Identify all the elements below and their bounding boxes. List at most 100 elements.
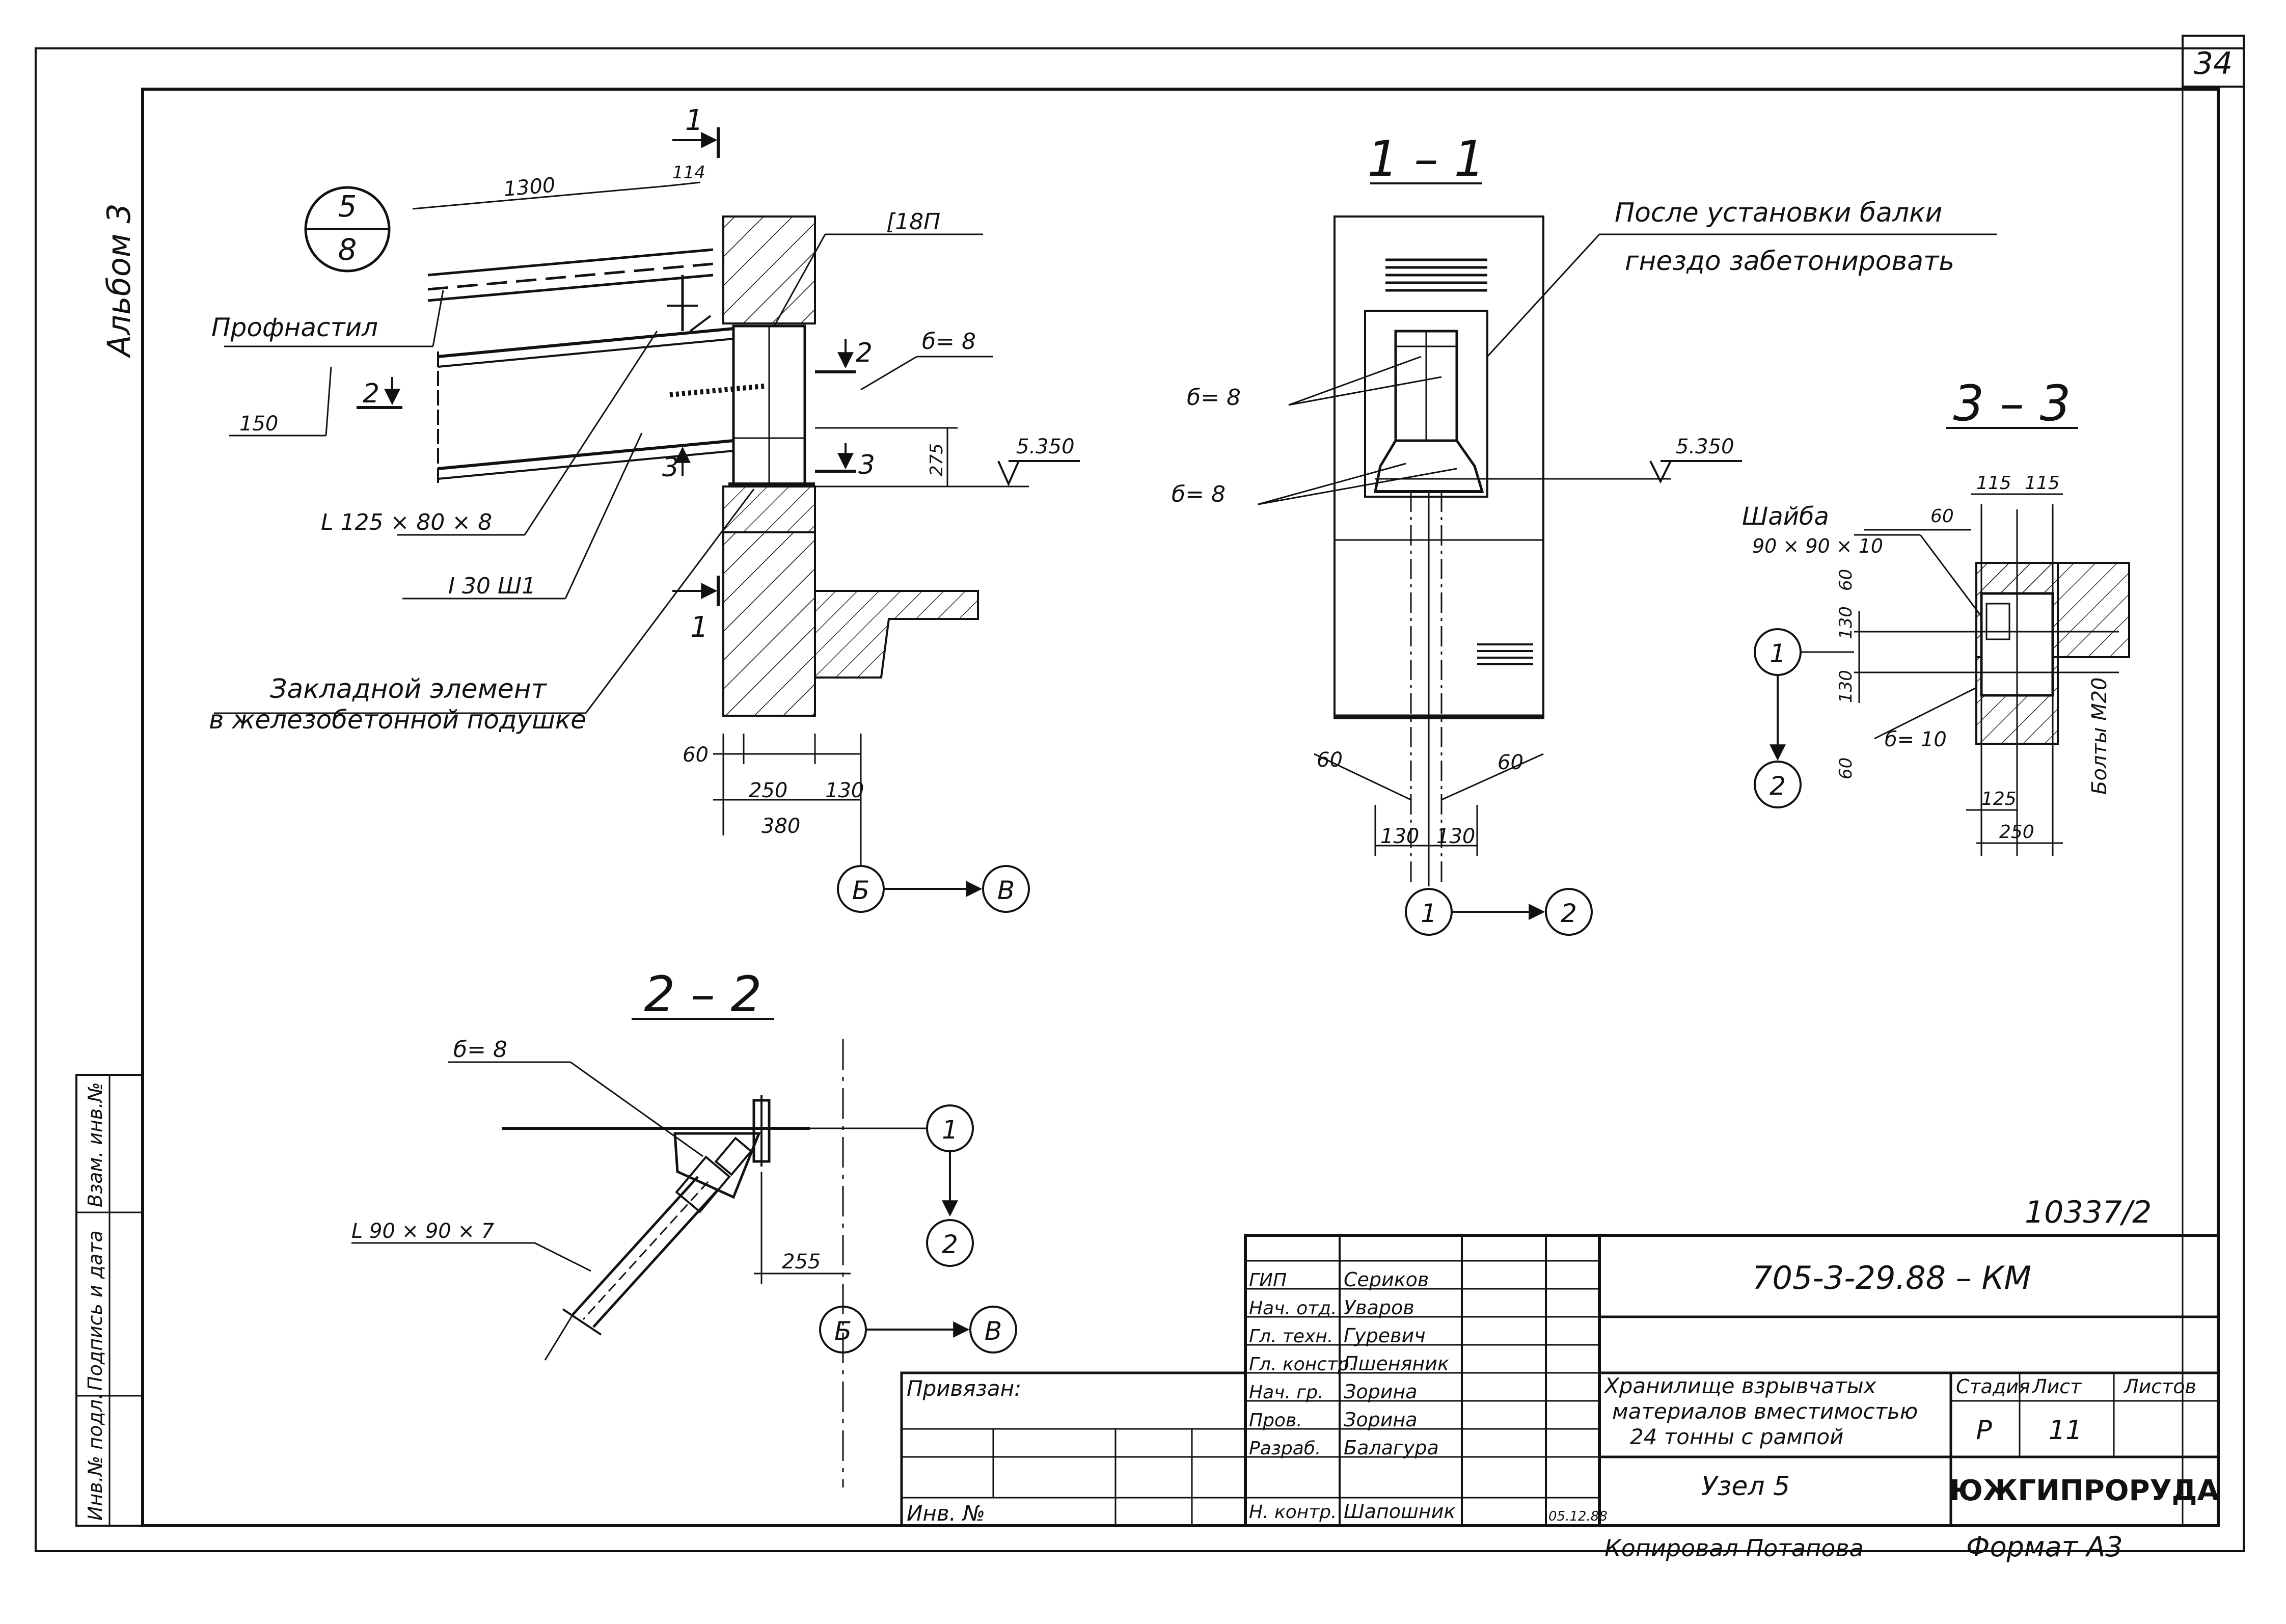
elevation-marker [997,461,1020,486]
names-column: СериковУваровГуревичПшеняникЗоринаЗорина… [1344,1268,1455,1523]
angle-l90-label: L 90 × 90 × 7 [351,1220,495,1243]
axis-2-circle-2-2 [926,1219,974,1267]
dim-60-left: 60 [1317,748,1343,772]
copied-by: Копировал Потапова [1604,1534,1864,1562]
beam-i30-label: I 30 Ш1 [448,573,536,599]
axis-b-label-2-2: Б [834,1316,852,1346]
dim-255: 255 [782,1250,821,1274]
section-2-2-title: 2 – 2 [644,966,761,1023]
axis-v-label-2-2: В [985,1316,1002,1346]
strip-label-vzam-inv: Взам. инв.№ [84,1082,106,1207]
role-label: ГИП [1249,1270,1287,1291]
section-1-1-title: 1 – 1 [1367,130,1485,187]
elevation-marker-1-1 [1649,461,1672,484]
dim-130: 130 [825,779,864,802]
axis-2-circle-3-3 [1754,761,1802,808]
concrete-pad [722,485,816,533]
masonry-wall-lower [722,531,816,717]
role-label: Разраб. [1249,1438,1321,1459]
note-line-2: гнездо забетонировать [1625,246,1954,277]
node-ref-top: 5 [338,189,357,224]
name-label: Сериков [1344,1268,1429,1291]
support-plate [728,324,815,485]
washer-size: 90 × 90 × 10 [1752,535,1883,557]
designation: 705-3-29.88 – КМ [1752,1259,2031,1296]
beam-pocket [1364,310,1488,498]
delta-8-label: б= 8 [922,329,976,355]
name-label: Зорина [1344,1409,1418,1431]
axis-b-label: Б [852,876,869,905]
axis-v-circle-2-2 [969,1306,1017,1354]
angle-125-label: L 125 × 80 × 8 [321,509,492,535]
note-line-1: После установки балки [1615,198,1942,228]
dim-380: 380 [761,815,800,838]
dim-275: 275 [927,443,947,476]
dim-1300: 1300 [503,173,556,201]
format-label: Формат А3 [1966,1531,2123,1563]
project-line-3: 24 тонны с рампой [1630,1424,1843,1449]
section-3-3-title: 3 – 3 [1953,375,2071,432]
binding-strip [75,1074,144,1527]
dim-60: 60 [683,743,709,767]
angle-l90-2-2 [544,1176,719,1361]
axis-1-label-2-2: 1 [942,1115,958,1145]
section-1-bottom: 1 [690,611,709,644]
section-2-2-view [351,1018,1017,1487]
title-block [900,1234,2220,1527]
name-label: Уваров [1344,1296,1414,1319]
bolts-label: Болты М20 [2088,678,2111,795]
dim-115-a: 115 [1976,473,2011,494]
sign-date: 05.12.88 [1548,1509,1608,1524]
embed-label-line2: в железобетонной подушке [209,705,586,735]
dim-115-b: 115 [2025,473,2060,494]
project-line-2: материалов вместимостью [1612,1399,1918,1424]
name-label: Зорина [1344,1381,1418,1403]
name-label: Балагура [1344,1437,1439,1459]
drawing-title: Узел 5 [1701,1471,1790,1502]
floor-slab [814,590,979,679]
axis-1-label-3-3: 1 [1770,639,1786,668]
dim-250-3-3: 250 [1999,822,2034,843]
dim-130-v1: 130 [1836,606,1856,639]
wall-outline-1-1 [1334,215,1544,719]
section-2-right: 2 [856,338,873,368]
gusset-plate-2-2 [673,1132,761,1199]
page-number: 34 [2194,46,2233,82]
embed-label-line1: Закладной элемент [270,674,548,705]
delta-8-label-2-2: б= 8 [453,1037,507,1063]
steel-beam-i30 [437,327,765,484]
axis-1-label-1-1: 1 [1421,899,1437,928]
role-label: Гл. констр. [1249,1354,1355,1375]
name-label: Гуревич [1344,1324,1426,1347]
axis-2-circle-1-1 [1545,888,1593,936]
registration-number: 10337/2 [2025,1195,2152,1230]
role-label: Н. контр. [1249,1502,1337,1523]
dim-130-left: 130 [1380,825,1419,848]
axis-v-label: В [997,876,1015,905]
organization: ЮЖГИПРОРУДА [1949,1474,2219,1507]
delta-8-label-a: б= 8 [1187,385,1241,411]
stage-label: Стадия [1956,1375,2030,1398]
dim-250: 250 [749,779,787,802]
channel-c18p-label: [18П [886,209,940,235]
section-3-left: 3 [662,452,679,483]
sheet-value: 11 [2049,1415,2082,1446]
inv-no-label: Инв. № [907,1501,985,1526]
delta-10-label: б= 10 [1885,728,1947,751]
dim-130-v2: 130 [1836,670,1856,703]
axis-2-label-3-3: 2 [1770,771,1786,801]
privyazan-label: Привязан: [907,1376,1021,1401]
role-label: Пров. [1249,1410,1302,1431]
main-elevation-view [214,127,1080,913]
strip-label-podpis-data: Подпись и дата [84,1230,106,1391]
role-label: Нач. гр. [1249,1382,1324,1403]
dim-60-v1: 60 [1836,569,1856,591]
dim-125: 125 [1981,789,2017,809]
profiled-deck [427,248,714,302]
section-3-3-view [1754,427,2130,856]
dim-150: 150 [239,412,278,436]
washer-3-3 [1985,603,2010,640]
sheet-label: Лист [2031,1375,2082,1398]
